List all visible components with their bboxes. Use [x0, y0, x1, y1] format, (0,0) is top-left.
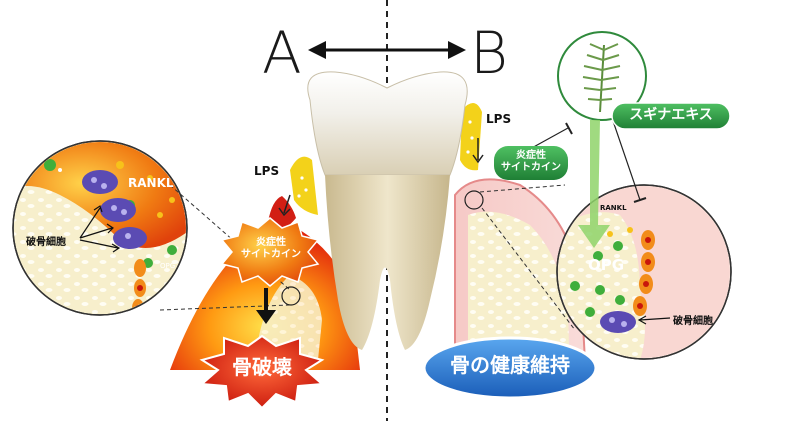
sugi-extract-label: スギナエキス — [629, 107, 713, 123]
bone-health-label: 骨の健康維持 — [450, 353, 570, 377]
label-b: B — [470, 19, 508, 87]
lps-deposit-left — [290, 156, 318, 215]
bone-destruction-label: 骨破壊 — [232, 355, 292, 379]
cytokine-left-line1: 炎症性 — [256, 237, 286, 248]
rankl-label-right: RANKL — [600, 204, 627, 212]
left-inset — [12, 140, 188, 316]
rankl-label-left: RANKL — [128, 176, 174, 190]
osteoclast-label-right: 破骨細胞 — [673, 316, 713, 327]
label-a: A — [262, 19, 302, 87]
cytokine-badge-right — [494, 146, 568, 180]
cytokine-burst-left — [220, 217, 320, 287]
cytokine-right-line2: サイトカイン — [501, 161, 561, 173]
bone-destruction-burst — [199, 334, 325, 410]
left-zoom-marker — [281, 286, 301, 306]
right-zoom-marker — [464, 190, 484, 210]
sugi-extract-badge — [611, 102, 731, 130]
bone-health-badge — [422, 336, 598, 400]
opg-label-left: OPG — [160, 262, 176, 270]
cytokine-label-right: 炎症性 サイトカイン — [494, 150, 568, 173]
cytokine-left-line2: サイトカイン — [241, 248, 301, 260]
cytokine-label-left: 炎症性 サイトカイン — [236, 237, 306, 260]
horsetail-herb-icon — [557, 31, 647, 121]
green-promote-arrow — [578, 120, 610, 248]
lps-label-left: LPS — [254, 164, 280, 178]
opg-label-right: OPG — [588, 256, 625, 274]
tooth — [307, 71, 468, 350]
double-arrow-icon — [308, 41, 466, 59]
lps-deposit-right — [460, 102, 482, 171]
cytokine-right-line1: 炎症性 — [516, 150, 546, 161]
osteoclast-label-left: 破骨細胞 — [26, 237, 66, 248]
lps-label-right: LPS — [486, 112, 512, 126]
